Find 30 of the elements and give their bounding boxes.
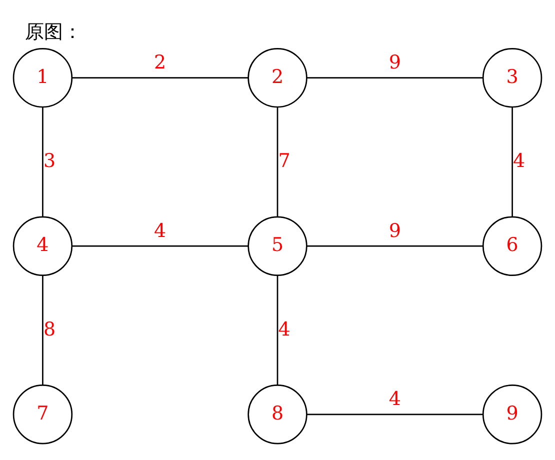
edge-label: 2 — [154, 51, 166, 74]
connector — [306, 244, 484, 246]
edge-label: 4 — [154, 219, 166, 242]
connector — [72, 244, 248, 246]
edge-label: 4 — [388, 388, 401, 410]
edge-label: 4 — [278, 318, 290, 340]
edge-label: 3 — [43, 149, 56, 172]
connector — [42, 106, 44, 216]
node-circle: 2 — [248, 47, 308, 108]
node-circle: 9 — [482, 384, 542, 444]
connector — [42, 275, 44, 384]
node-circle: 7 — [12, 384, 73, 444]
connector — [276, 275, 278, 384]
connector — [276, 106, 278, 216]
edge-label: 7 — [278, 149, 290, 172]
edge-label: 8 — [43, 318, 56, 340]
edge-label: 9 — [388, 51, 401, 74]
connector — [72, 76, 248, 78]
node-circle: 4 — [12, 216, 73, 276]
edge-label: 9 — [388, 219, 401, 242]
connector — [512, 106, 513, 216]
node-circle: 6 — [482, 216, 542, 276]
diagram-title: 原图： — [25, 20, 82, 43]
edge-label: 4 — [513, 149, 526, 172]
node-circle: 1 — [12, 47, 73, 108]
connector — [306, 76, 484, 78]
connector — [306, 413, 484, 415]
node-circle: 3 — [482, 47, 542, 108]
node-circle: 8 — [248, 384, 308, 444]
node-circle: 5 — [248, 216, 308, 276]
